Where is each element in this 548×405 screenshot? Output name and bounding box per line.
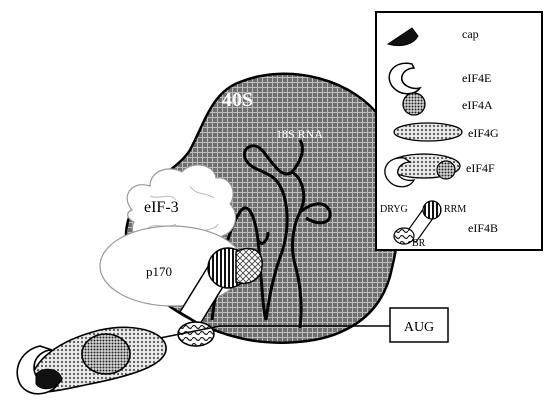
p170-label: p170 [146,264,172,279]
legend-item-eif4b: eIF4B [468,221,498,235]
eif4a-icon [403,93,425,115]
drvg-label: DRYG [380,204,408,215]
legend: cap eIF4E eIF4A eIF4G eIF4F DRYG [376,12,542,250]
eif4g-icon [394,123,462,141]
legend-item-eif4a: eIF4A [462,98,493,112]
legend-item-cap: cap [462,27,479,41]
aug-box: AUG [390,308,448,342]
ribosome-label: 40S [222,89,253,111]
legend-item-eif4f: eIF4F [466,161,495,175]
aug-label: AUG [404,320,434,335]
rrna-label: 18S RNA [276,127,323,141]
legend-item-eif4e: eIF4E [462,71,491,85]
rrm-label: RRM [444,204,466,215]
legend-item-eif4g: eIF4G [468,126,499,140]
br-label: BR [412,238,426,249]
eif4f-complex [17,327,166,393]
eif3-label: eIF-3 [144,199,179,216]
